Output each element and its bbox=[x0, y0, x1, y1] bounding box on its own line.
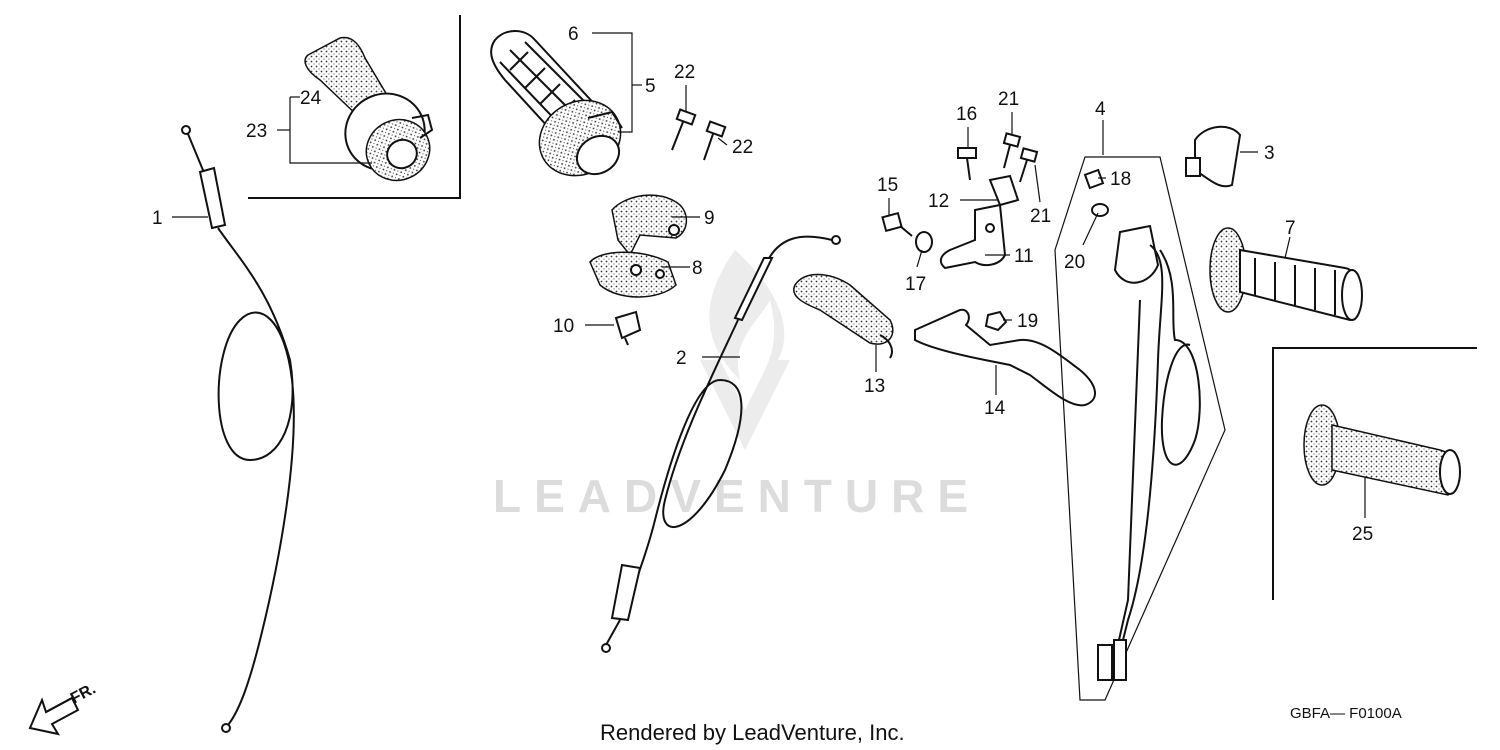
callout-8: 8 bbox=[692, 258, 703, 279]
grip-25 bbox=[1303, 404, 1461, 496]
bolt-15 bbox=[881, 211, 913, 237]
throttle-grip-assembly-23 bbox=[304, 36, 434, 182]
throttle-housing-lower-8 bbox=[589, 251, 677, 298]
callout-21a: 21 bbox=[998, 89, 1019, 110]
callout-15: 15 bbox=[877, 175, 898, 196]
throttle-grip-assembly-5 bbox=[490, 30, 623, 177]
bolt-16 bbox=[957, 147, 977, 181]
watermark-text: LEADVENTURE bbox=[493, 470, 981, 522]
watermark-logo bbox=[700, 250, 790, 450]
throttle-cable-1 bbox=[181, 125, 295, 733]
washer-20 bbox=[1091, 203, 1109, 217]
frame-grip-25-inset bbox=[1272, 347, 1477, 600]
callout-16: 16 bbox=[956, 104, 977, 125]
nut-19 bbox=[984, 310, 1008, 332]
callout-6: 6 bbox=[568, 24, 579, 45]
cable-2 bbox=[601, 235, 841, 653]
callout-4: 4 bbox=[1095, 99, 1106, 120]
diagram-code: GBFA— F0100A bbox=[1290, 705, 1402, 722]
callout-3: 3 bbox=[1264, 143, 1275, 164]
engine-stop-switch-4 bbox=[1097, 224, 1201, 681]
callout-17: 17 bbox=[905, 274, 926, 295]
callout-11: 11 bbox=[1014, 246, 1034, 267]
leader-lines bbox=[172, 32, 1366, 518]
callout-21b: 21 bbox=[1030, 206, 1051, 227]
callout-19: 19 bbox=[1017, 311, 1038, 332]
callout-1: 1 bbox=[152, 208, 163, 229]
callout-14: 14 bbox=[984, 398, 1006, 419]
callout-7: 7 bbox=[1285, 218, 1296, 239]
frame-throttle-grip-inset bbox=[248, 15, 461, 199]
throttle-housing-upper-9 bbox=[611, 194, 688, 257]
front-direction-arrow-icon bbox=[28, 696, 80, 736]
lever-cover-13 bbox=[793, 273, 894, 359]
callout-12: 12 bbox=[928, 191, 949, 212]
callout-18: 18 bbox=[1110, 169, 1131, 190]
callout-9: 9 bbox=[704, 208, 715, 229]
callout-22b: 22 bbox=[732, 137, 753, 158]
callout-13: 13 bbox=[864, 376, 885, 397]
callout-5: 5 bbox=[645, 76, 656, 97]
washer-17 bbox=[915, 231, 933, 253]
callout-20: 20 bbox=[1064, 252, 1085, 273]
bolt-21a bbox=[1002, 132, 1022, 169]
callout-10: 10 bbox=[553, 316, 574, 337]
grip-7 bbox=[1209, 227, 1363, 322]
cable-adjuster-10 bbox=[614, 310, 642, 346]
bolt-22b bbox=[703, 120, 727, 161]
bolt-22a bbox=[671, 108, 697, 151]
clamp-band-3 bbox=[1185, 125, 1242, 188]
callout-25: 25 bbox=[1352, 524, 1373, 545]
lever-bracket-12 bbox=[988, 174, 1020, 207]
brake-lever-14 bbox=[914, 308, 1096, 407]
callout-22a: 22 bbox=[674, 62, 695, 83]
screw-18 bbox=[1083, 168, 1105, 190]
lever-holder-11 bbox=[939, 203, 1007, 270]
callout-2: 2 bbox=[676, 348, 687, 369]
bolt-21b bbox=[1019, 147, 1039, 183]
callout-23: 23 bbox=[246, 121, 267, 142]
callout-24: 24 bbox=[300, 88, 322, 109]
switch-assembly-4-outline bbox=[1054, 156, 1226, 701]
credit-text: Rendered by LeadVenture, Inc. bbox=[600, 720, 905, 745]
